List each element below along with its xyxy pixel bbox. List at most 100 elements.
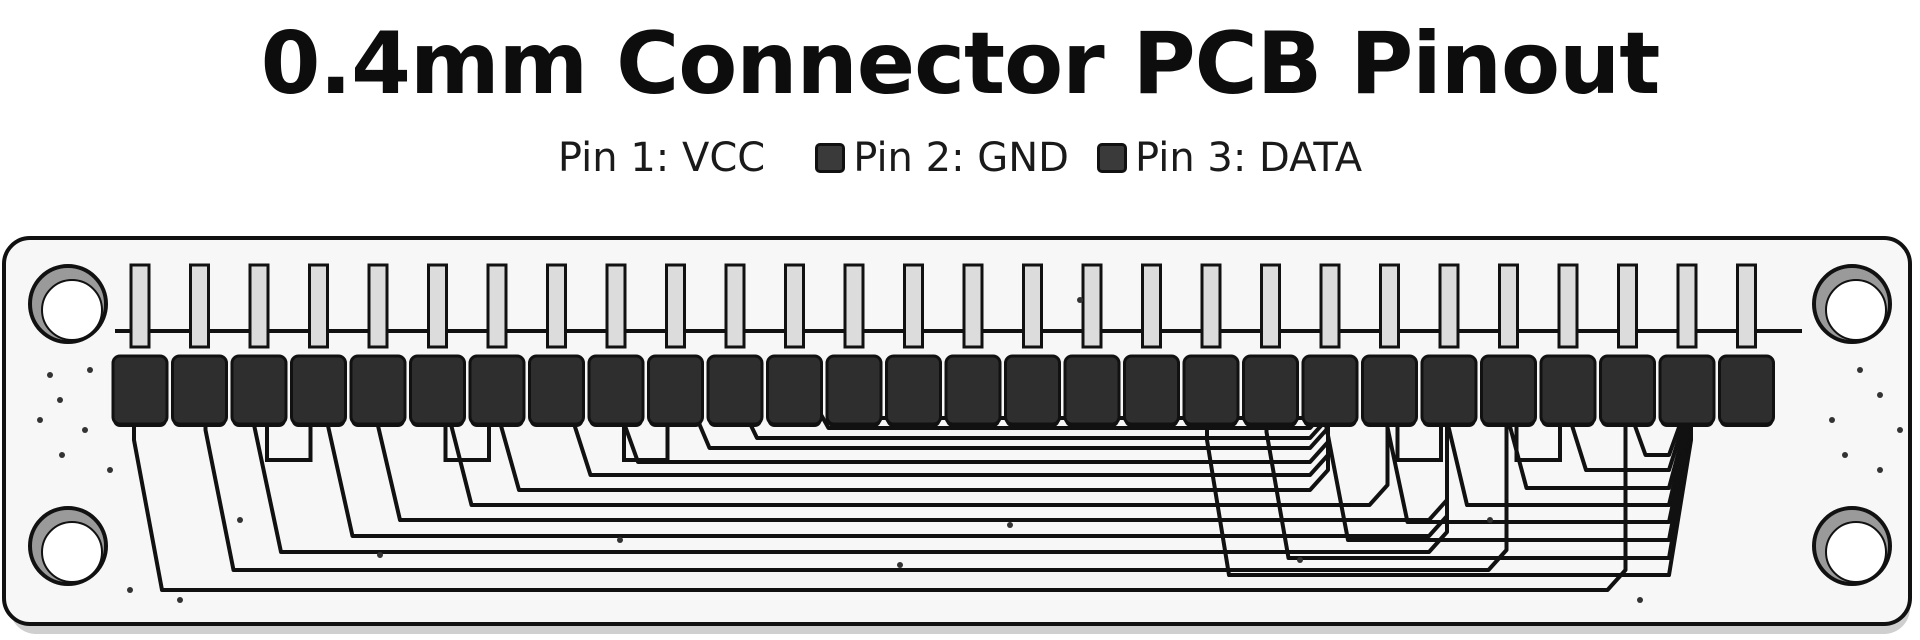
pin-28 (1736, 263, 1757, 349)
pad-2 (171, 354, 228, 426)
mounting-hole-inner-4 (1825, 521, 1887, 583)
pin-16 (1022, 263, 1043, 349)
pin-6 (427, 263, 448, 349)
pin-20 (1260, 263, 1281, 349)
via-10 (237, 517, 243, 523)
pad-11 (706, 354, 764, 426)
pin-23 (1438, 263, 1460, 349)
via-16 (1297, 557, 1303, 563)
via-18 (1637, 597, 1643, 603)
pin-14 (903, 263, 924, 349)
via-24 (1877, 467, 1883, 473)
connector-pads (111, 354, 1775, 427)
legend-item-gnd: Pin 2: GND (815, 132, 1069, 184)
page-title: 0.4mm Connector PCB Pinout (260, 14, 1661, 114)
pad-4 (290, 354, 347, 426)
pad-25 (1539, 354, 1597, 426)
legend-label-data: Pin 3: DATA (1134, 135, 1363, 181)
pad-3 (230, 354, 288, 426)
mounting-hole-inner-3 (41, 521, 103, 583)
via-1 (47, 372, 53, 378)
pad-19 (1182, 354, 1240, 426)
pin-3 (248, 263, 270, 349)
legend-label-vcc: Pin 1: VCC (557, 135, 766, 181)
pad-21 (1301, 354, 1359, 426)
pin-10 (665, 263, 686, 349)
via-7 (107, 467, 113, 473)
mounting-hole-inner-2 (1825, 279, 1887, 341)
pad-28 (1718, 354, 1775, 426)
pin-1 (129, 263, 151, 349)
pin-11 (724, 263, 746, 349)
pin-9 (605, 263, 627, 349)
legend-label-gnd: Pin 2: GND (853, 135, 1069, 181)
mounting-holes (28, 264, 1892, 586)
pin-18 (1141, 263, 1162, 349)
pad-27 (1658, 354, 1716, 426)
via-3 (57, 397, 63, 403)
via-8 (127, 587, 133, 593)
pad-16 (1004, 354, 1061, 426)
via-15 (1077, 297, 1083, 303)
pin-26 (1617, 263, 1638, 349)
via-21 (1829, 417, 1835, 423)
pad-7 (468, 354, 526, 426)
pin-12 (784, 263, 805, 349)
pad-12 (766, 354, 823, 426)
via-23 (1842, 452, 1848, 458)
legend-item-vcc: Pin 1: VCC (558, 132, 765, 184)
via-6 (59, 452, 65, 458)
via-5 (82, 427, 88, 433)
legend-swatch-gnd (815, 143, 846, 173)
pin-5 (367, 263, 389, 349)
via-2 (87, 367, 93, 373)
pin-8 (546, 263, 567, 349)
legend-swatch-data (1096, 143, 1127, 173)
pad-10 (647, 354, 704, 426)
pad-14 (885, 354, 942, 426)
connector-pins (129, 263, 1757, 349)
pad-9 (587, 354, 645, 426)
pin-13 (843, 263, 865, 349)
mounting-hole-inner-1 (41, 279, 103, 341)
pin-27 (1676, 263, 1698, 349)
board-vias (37, 297, 1903, 603)
pin-24 (1498, 263, 1519, 349)
pin-19 (1200, 263, 1222, 349)
trace-loop-1 (265, 424, 313, 462)
pin-15 (962, 263, 984, 349)
pin-25 (1557, 263, 1579, 349)
pad-8 (528, 354, 585, 426)
pin-21 (1319, 263, 1341, 349)
via-19 (1857, 367, 1863, 373)
pad-18 (1123, 354, 1180, 426)
pad-22 (1361, 354, 1418, 426)
pin-7 (486, 263, 508, 349)
pin-2 (189, 263, 210, 349)
pin-4 (308, 263, 329, 349)
pin-22 (1379, 263, 1400, 349)
pad-13 (825, 354, 883, 426)
via-4 (37, 417, 43, 423)
via-12 (617, 537, 623, 543)
trace-1 (132, 424, 1628, 592)
via-22 (1897, 427, 1903, 433)
legend-item-data: Pin 3: DATA (1096, 132, 1363, 184)
via-11 (377, 552, 383, 558)
pad-15 (944, 354, 1002, 426)
pin-17 (1081, 263, 1103, 349)
pad-5 (349, 354, 407, 426)
via-17 (1487, 517, 1493, 523)
trace-loop-4 (1395, 424, 1443, 462)
pcb-board-body (2, 236, 1912, 626)
pad-1 (111, 354, 169, 426)
trace-loop-3 (622, 424, 670, 462)
trace-loop-2 (443, 424, 491, 462)
pad-24 (1480, 354, 1537, 426)
trace-2 (203, 424, 1509, 572)
pad-6 (409, 354, 466, 426)
pad-23 (1420, 354, 1478, 426)
pad-20 (1242, 354, 1299, 426)
via-13 (897, 562, 903, 568)
